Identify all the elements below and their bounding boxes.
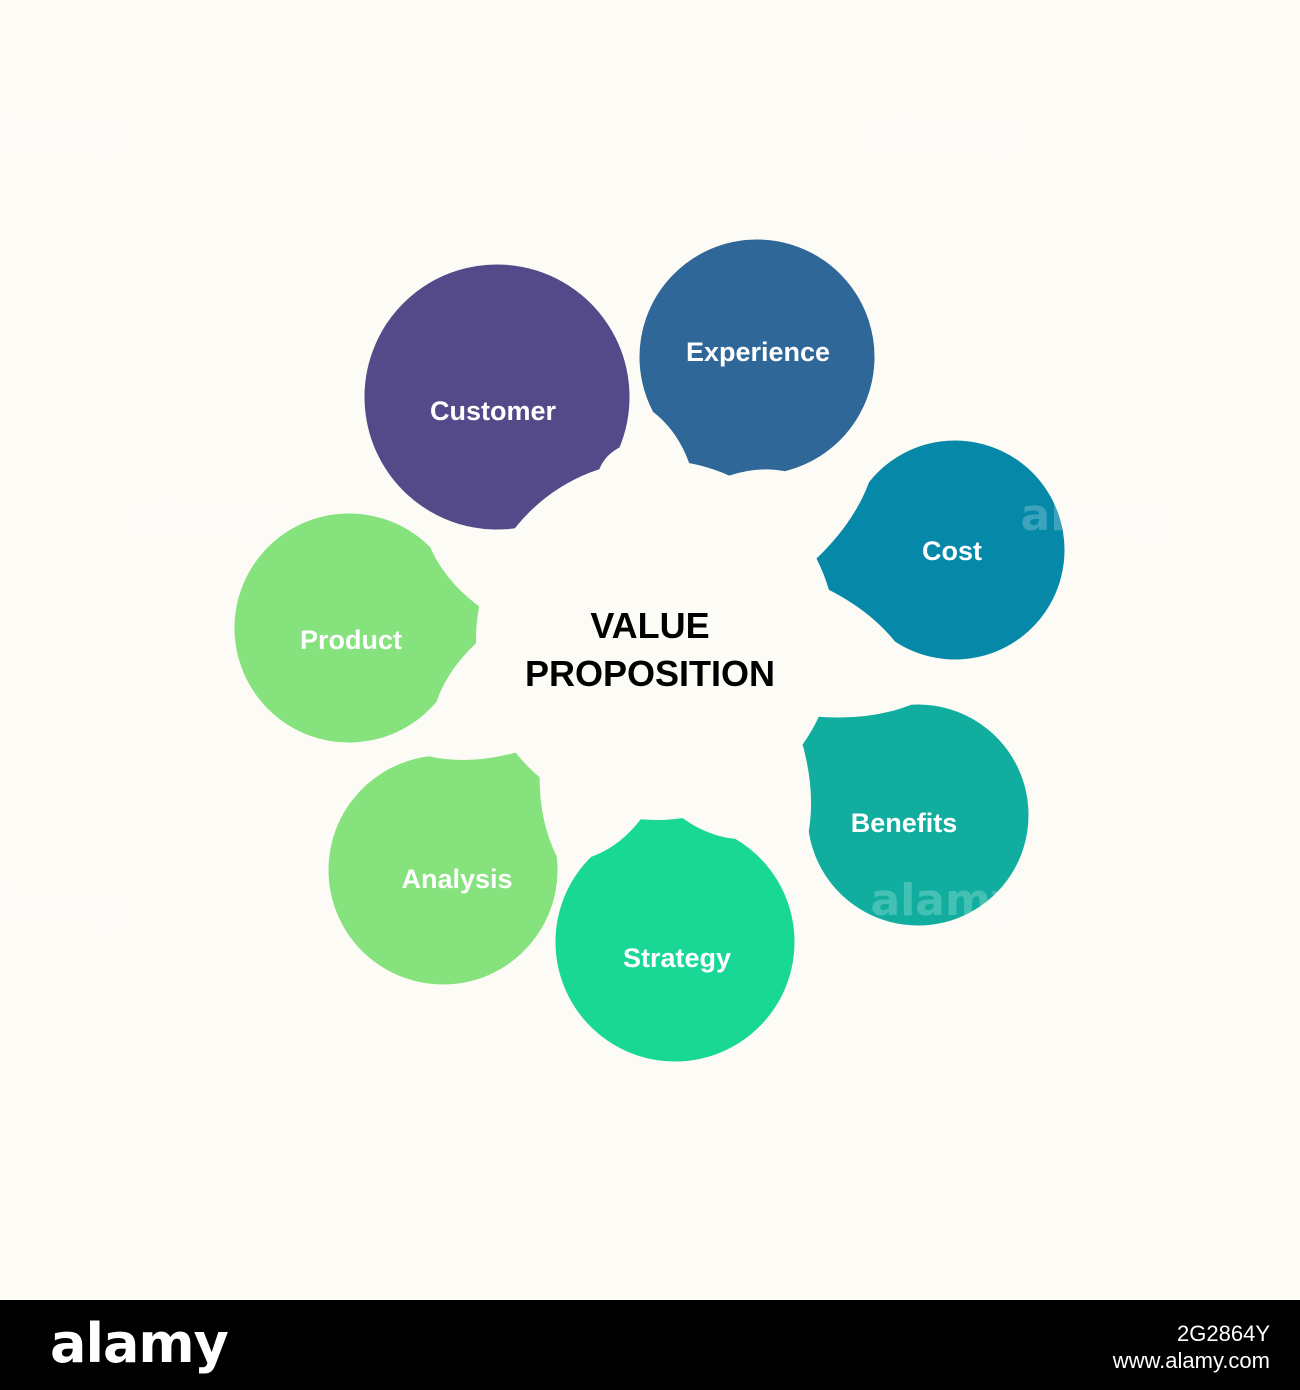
image-id: 2G2864Y: [1177, 1321, 1270, 1346]
petal-product: [229, 508, 512, 748]
watermark-layer: alamy alamy alamy alamy alamy alamy: [0, 105, 1170, 931]
footer-bar: alamy 2G2864Y www.alamy.com: [0, 1300, 1300, 1390]
petal-label-cost: Cost: [922, 536, 982, 566]
footer-info: 2G2864Y www.alamy.com: [1113, 1320, 1270, 1374]
center-circle: [476, 460, 836, 820]
watermark-1: alamy: [871, 105, 1020, 156]
watermark-2: alamy: [126, 490, 275, 541]
watermark-3: alamy: [1021, 490, 1170, 541]
footer-logo: alamy: [50, 1312, 229, 1375]
center-title-line-1: VALUE: [590, 605, 709, 646]
site-url: www.alamy.com: [1112, 1348, 1270, 1373]
watermark-5: alamy: [871, 875, 1020, 926]
petal-customer: [359, 259, 635, 535]
petal-experience: [634, 234, 880, 500]
watermark-4: alamy: [0, 880, 125, 931]
petal-cost: [786, 435, 1070, 665]
petal-strategy: [550, 785, 800, 1067]
petal-label-benefits: Benefits: [851, 808, 958, 838]
petal-benefits: [784, 699, 1034, 931]
watermark-0: alamy: [0, 105, 125, 156]
petal-analysis: [323, 736, 563, 990]
petal-label-experience: Experience: [686, 337, 830, 367]
petal-label-product: Product: [300, 625, 402, 655]
petal-label-analysis: Analysis: [401, 864, 512, 894]
center-title-line-2: PROPOSITION: [525, 653, 775, 694]
petal-label-strategy: Strategy: [623, 943, 731, 973]
petal-label-customer: Customer: [430, 396, 557, 426]
